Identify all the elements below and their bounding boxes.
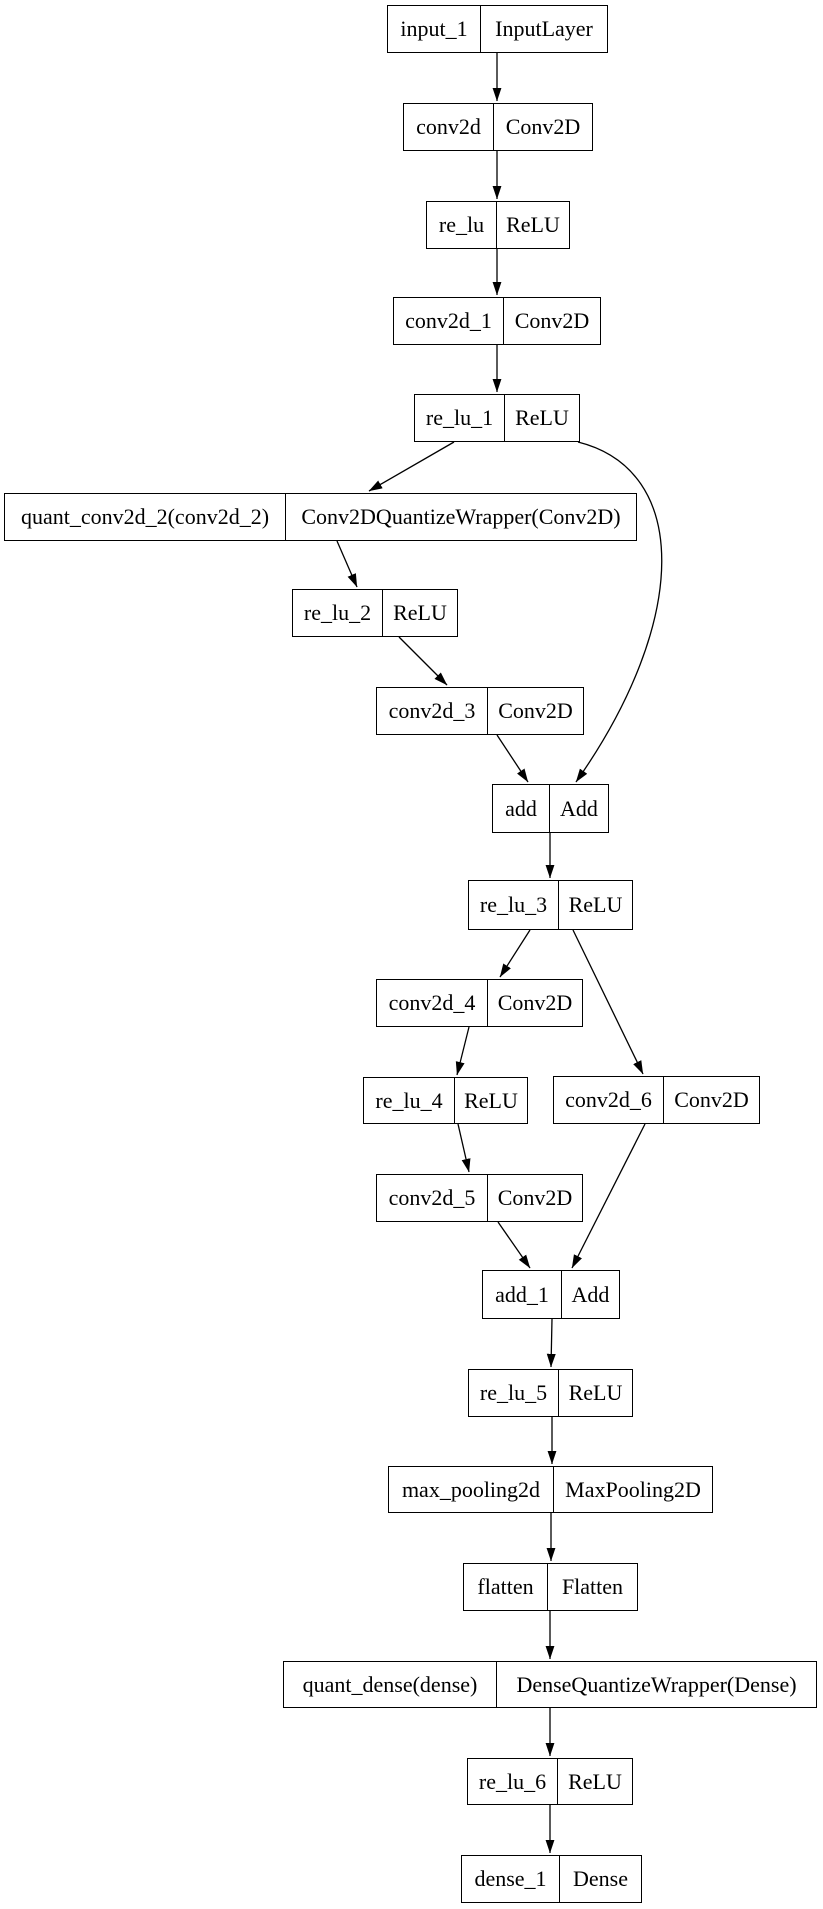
edge-re_lu_2-conv2d_3 — [398, 636, 448, 686]
node-name-label: re_lu_6 — [468, 1759, 558, 1804]
node-name-label: conv2d_1 — [394, 298, 504, 344]
node-name-label: re_lu_2 — [293, 590, 383, 636]
node-re_lu: re_lu ReLU — [426, 201, 570, 249]
edge-add_1-re_lu_5 — [546, 1318, 556, 1368]
node-type-label: Add — [571, 1281, 610, 1307]
node-name-label: flatten — [464, 1564, 548, 1610]
node-re_lu_6: re_lu_6 ReLU — [467, 1758, 633, 1805]
node-conv2d_1: conv2d_1 Conv2D — [393, 297, 601, 345]
node-name-label: re_lu_1 — [415, 395, 505, 441]
node-name-label: conv2d_5 — [377, 1175, 488, 1221]
node-name-label: add — [493, 785, 550, 832]
node-name-label: max_pooling2d — [389, 1467, 554, 1512]
edge-re_lu_4-conv2d_5 — [457, 1123, 471, 1173]
node-conv2d_4: conv2d_4 Conv2D — [376, 979, 583, 1027]
node-type-label: Conv2D — [674, 1087, 749, 1112]
node-name-label: re_lu_5 — [469, 1370, 559, 1416]
node-type-label: Dense — [573, 1866, 628, 1891]
node-add: add Add — [492, 784, 609, 833]
edge-conv2d_6-add_1 — [571, 1123, 646, 1269]
node-type-label: DenseQuantizeWrapper(Dense) — [516, 1671, 797, 1697]
node-type-label: ReLU — [515, 405, 569, 430]
node-add_1: add_1 Add — [482, 1270, 620, 1319]
node-re_lu_2: re_lu_2 ReLU — [292, 589, 458, 637]
node-name-label: quant_dense(dense) — [284, 1662, 497, 1707]
node-type-label: MaxPooling2D — [565, 1476, 701, 1502]
node-input_1: input_1 InputLayer — [387, 5, 608, 53]
node-type-label: Conv2D — [497, 990, 573, 1015]
node-re_lu_4: re_lu_4 ReLU — [363, 1077, 528, 1124]
node-name-label: input_1 — [388, 6, 481, 52]
node-re_lu_3: re_lu_3 ReLU — [468, 880, 633, 930]
node-name-label: conv2d — [404, 104, 494, 150]
node-type-label: Add — [560, 795, 598, 821]
node-name-label: re_lu_3 — [469, 881, 559, 929]
node-conv2d_5: conv2d_5 Conv2D — [376, 1174, 583, 1222]
node-conv2d: conv2d Conv2D — [403, 103, 593, 151]
node-type-label: ReLU — [568, 892, 623, 917]
node-type-label: ReLU — [393, 600, 447, 625]
node-flatten: flatten Flatten — [463, 1563, 638, 1611]
node-type-label: InputLayer — [495, 16, 593, 41]
node-name-label: re_lu_4 — [364, 1078, 455, 1123]
node-type-label: Conv2D — [505, 114, 581, 139]
edge-re_lu_3-conv2d_4 — [499, 929, 531, 978]
node-quant_dense: quant_dense(dense) DenseQuantizeWrapper(… — [283, 1661, 817, 1708]
edge-conv2d_3-add — [496, 734, 529, 783]
node-type-label: ReLU — [568, 1380, 623, 1405]
node-type-label: Conv2D — [498, 698, 573, 723]
node-type-label: Conv2D — [497, 1185, 573, 1210]
node-max_pooling2d: max_pooling2d MaxPooling2D — [388, 1466, 713, 1513]
node-type-label: ReLU — [568, 1768, 622, 1794]
node-re_lu_5: re_lu_5 ReLU — [468, 1369, 633, 1417]
node-type-label: Flatten — [561, 1574, 624, 1599]
node-type-label: Conv2D — [514, 308, 590, 333]
edge-re_lu_1-quant_conv2d_2 — [368, 441, 455, 492]
node-conv2d_6: conv2d_6 Conv2D — [553, 1076, 760, 1124]
node-name-label: conv2d_3 — [377, 688, 488, 734]
node-type-label: ReLU — [506, 212, 560, 237]
node-name-label: add_1 — [483, 1271, 562, 1318]
node-quant_conv2d_2: quant_conv2d_2(conv2d_2) Conv2DQuantizeW… — [4, 493, 637, 541]
node-name-label: re_lu — [427, 202, 497, 248]
node-dense_1: dense_1 Dense — [461, 1855, 642, 1903]
node-conv2d_3: conv2d_3 Conv2D — [376, 687, 584, 735]
edge-conv2d_5-add_1 — [497, 1221, 531, 1269]
node-name-label: dense_1 — [462, 1856, 560, 1902]
node-type-label: ReLU — [464, 1087, 518, 1113]
edge-quant_conv2d_2-re_lu_2 — [336, 540, 358, 588]
node-re_lu_1: re_lu_1 ReLU — [414, 394, 580, 442]
edge-re_lu_1-add — [575, 441, 663, 783]
node-name-label: conv2d_6 — [554, 1077, 664, 1123]
node-name-label: conv2d_4 — [377, 980, 488, 1026]
edge-re_lu_3-conv2d_6 — [572, 929, 644, 1075]
edge-conv2d_4-re_lu_4 — [455, 1026, 470, 1076]
node-name-label: quant_conv2d_2(conv2d_2) — [5, 494, 286, 540]
node-type-label: Conv2DQuantizeWrapper(Conv2D) — [301, 504, 621, 529]
